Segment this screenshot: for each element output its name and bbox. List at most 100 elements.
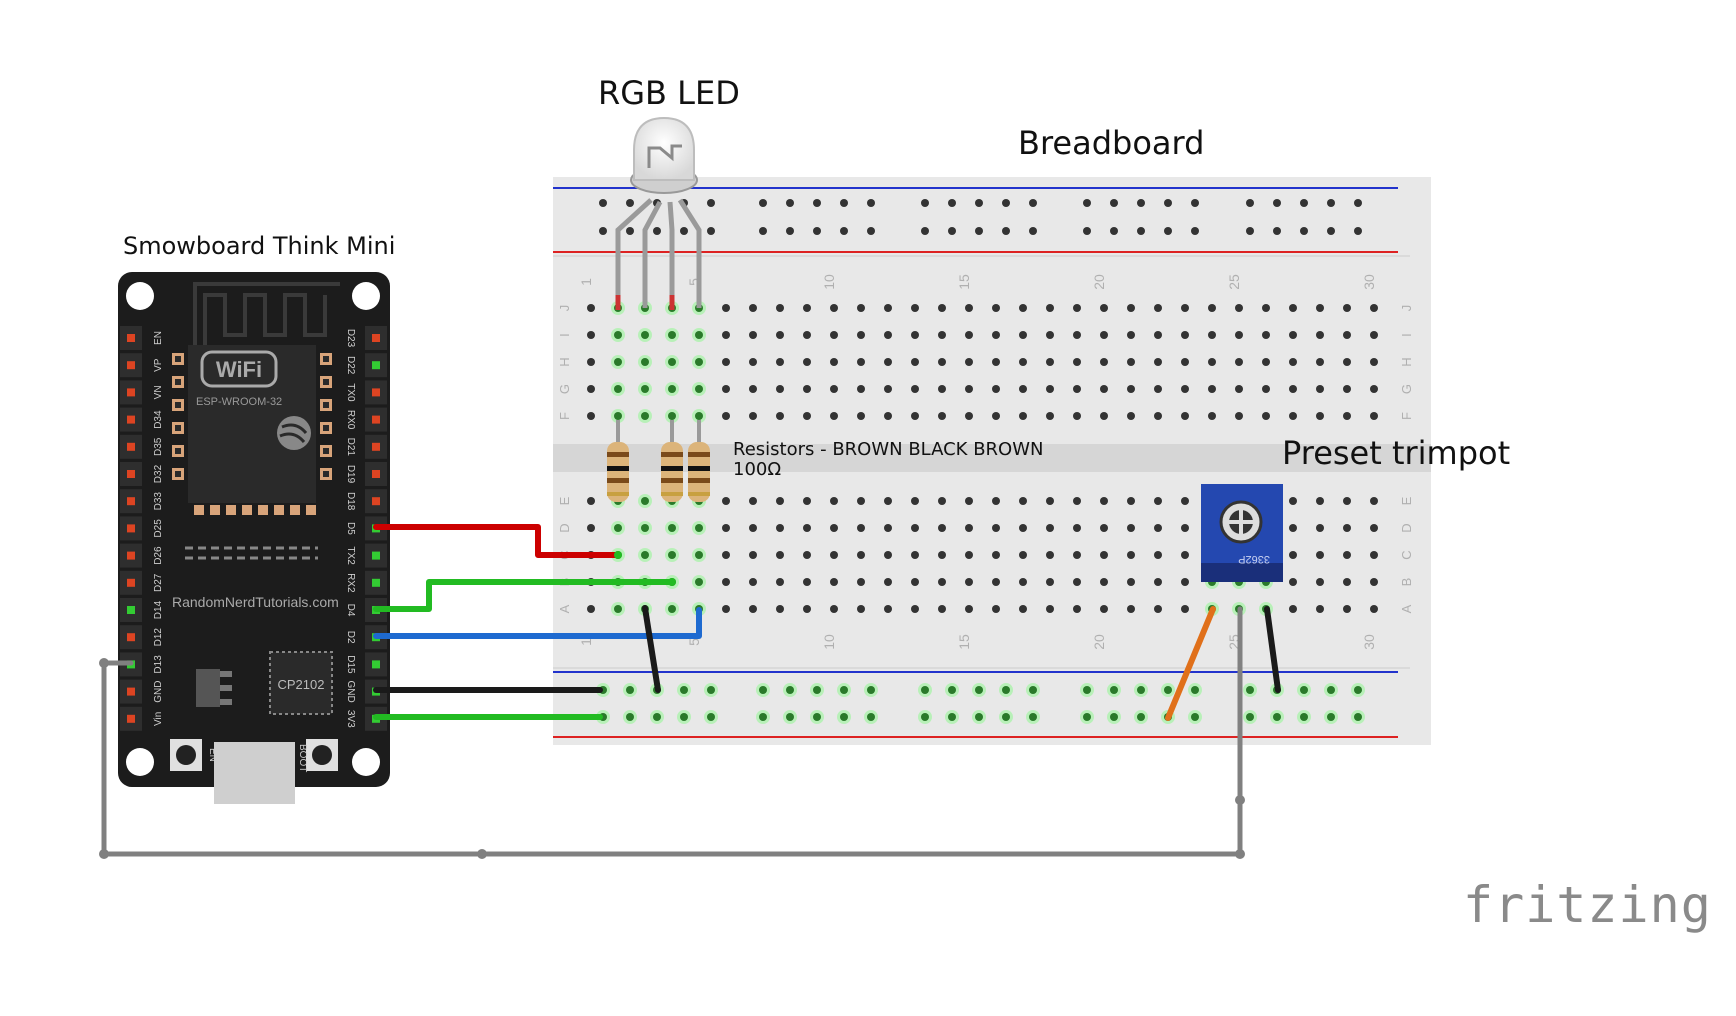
pin-contact[interactable] [127, 714, 135, 723]
breadboard-hole[interactable] [1154, 331, 1162, 339]
breadboard-hole[interactable] [803, 524, 811, 532]
rail-hole[interactable] [1164, 199, 1172, 207]
rail-hole[interactable] [1354, 199, 1362, 207]
pin-contact[interactable] [127, 578, 135, 587]
breadboard-hole[interactable] [1073, 331, 1081, 339]
breadboard-hole[interactable] [587, 412, 595, 420]
rail-hole[interactable] [1300, 227, 1308, 235]
breadboard-hole[interactable] [1154, 358, 1162, 366]
breadboard-hole[interactable] [1181, 524, 1189, 532]
breadboard-hole[interactable] [614, 605, 622, 613]
breadboard-hole[interactable] [938, 578, 946, 586]
rail-hole[interactable] [786, 713, 794, 721]
breadboard-hole[interactable] [776, 412, 784, 420]
rail-hole[interactable] [786, 686, 794, 694]
rail-hole[interactable] [759, 227, 767, 235]
breadboard-hole[interactable] [1208, 385, 1216, 393]
breadboard-hole[interactable] [1181, 497, 1189, 505]
breadboard-hole[interactable] [992, 497, 1000, 505]
breadboard-hole[interactable] [857, 551, 865, 559]
pin-contact[interactable] [127, 415, 135, 424]
rail-hole[interactable] [1191, 713, 1199, 721]
rail-hole[interactable] [948, 199, 956, 207]
breadboard-hole[interactable] [587, 358, 595, 366]
breadboard-hole[interactable] [1073, 551, 1081, 559]
rail-hole[interactable] [813, 686, 821, 694]
breadboard-hole[interactable] [1154, 304, 1162, 312]
rail-hole[interactable] [1246, 227, 1254, 235]
breadboard-hole[interactable] [776, 605, 784, 613]
breadboard-hole[interactable] [938, 524, 946, 532]
breadboard-hole[interactable] [1262, 304, 1270, 312]
rail-hole[interactable] [1002, 686, 1010, 694]
breadboard-hole[interactable] [884, 358, 892, 366]
breadboard-hole[interactable] [1316, 412, 1324, 420]
rail-hole[interactable] [653, 227, 661, 235]
breadboard-hole[interactable] [641, 524, 649, 532]
breadboard-hole[interactable] [857, 358, 865, 366]
breadboard-hole[interactable] [641, 412, 649, 420]
breadboard-hole[interactable] [1235, 304, 1243, 312]
rail-hole[interactable] [1137, 199, 1145, 207]
rail-hole[interactable] [1300, 199, 1308, 207]
breadboard-hole[interactable] [1370, 358, 1378, 366]
breadboard-hole[interactable] [1343, 605, 1351, 613]
breadboard-hole[interactable] [803, 331, 811, 339]
rail-hole[interactable] [1164, 686, 1172, 694]
rail-hole[interactable] [948, 686, 956, 694]
breadboard-hole[interactable] [668, 551, 676, 559]
breadboard-hole[interactable] [911, 304, 919, 312]
breadboard-hole[interactable] [938, 385, 946, 393]
breadboard-hole[interactable] [1073, 385, 1081, 393]
breadboard-hole[interactable] [668, 524, 676, 532]
breadboard-hole[interactable] [803, 551, 811, 559]
breadboard-hole[interactable] [1046, 358, 1054, 366]
rail-hole[interactable] [1083, 713, 1091, 721]
rail-hole[interactable] [1300, 713, 1308, 721]
pin-contact[interactable] [372, 361, 380, 370]
breadboard-hole[interactable] [1154, 524, 1162, 532]
breadboard-hole[interactable] [938, 331, 946, 339]
breadboard-hole[interactable] [587, 524, 595, 532]
breadboard-hole[interactable] [884, 524, 892, 532]
breadboard-hole[interactable] [884, 412, 892, 420]
breadboard-hole[interactable] [884, 385, 892, 393]
rail-hole[interactable] [975, 199, 983, 207]
breadboard-hole[interactable] [1370, 551, 1378, 559]
breadboard-hole[interactable] [965, 605, 973, 613]
breadboard-hole[interactable] [668, 358, 676, 366]
pin-contact[interactable] [127, 606, 135, 614]
rail-hole[interactable] [707, 713, 715, 721]
breadboard-hole[interactable] [1289, 412, 1297, 420]
breadboard-hole[interactable] [830, 578, 838, 586]
breadboard-hole[interactable] [1289, 551, 1297, 559]
rail-hole[interactable] [759, 686, 767, 694]
breadboard-hole[interactable] [1235, 358, 1243, 366]
breadboard-hole[interactable] [1343, 385, 1351, 393]
breadboard-hole[interactable] [830, 497, 838, 505]
breadboard-hole[interactable] [938, 551, 946, 559]
breadboard-hole[interactable] [587, 385, 595, 393]
breadboard-hole[interactable] [911, 385, 919, 393]
breadboard-hole[interactable] [1235, 331, 1243, 339]
breadboard-hole[interactable] [1154, 605, 1162, 613]
rail-hole[interactable] [1002, 227, 1010, 235]
breadboard-hole[interactable] [1235, 412, 1243, 420]
breadboard-hole[interactable] [857, 605, 865, 613]
breadboard-hole[interactable] [1019, 551, 1027, 559]
breadboard-hole[interactable] [1262, 385, 1270, 393]
breadboard-hole[interactable] [641, 385, 649, 393]
rail-hole[interactable] [921, 227, 929, 235]
rail-hole[interactable] [1002, 199, 1010, 207]
rail-hole[interactable] [1083, 686, 1091, 694]
breadboard-hole[interactable] [1181, 605, 1189, 613]
rail-hole[interactable] [1354, 713, 1362, 721]
breadboard-hole[interactable] [695, 524, 703, 532]
breadboard-hole[interactable] [1073, 524, 1081, 532]
rail-hole[interactable] [840, 713, 848, 721]
rail-hole[interactable] [840, 686, 848, 694]
breadboard-hole[interactable] [641, 551, 649, 559]
breadboard-hole[interactable] [587, 304, 595, 312]
breadboard-hole[interactable] [1181, 304, 1189, 312]
breadboard-hole[interactable] [1127, 578, 1135, 586]
